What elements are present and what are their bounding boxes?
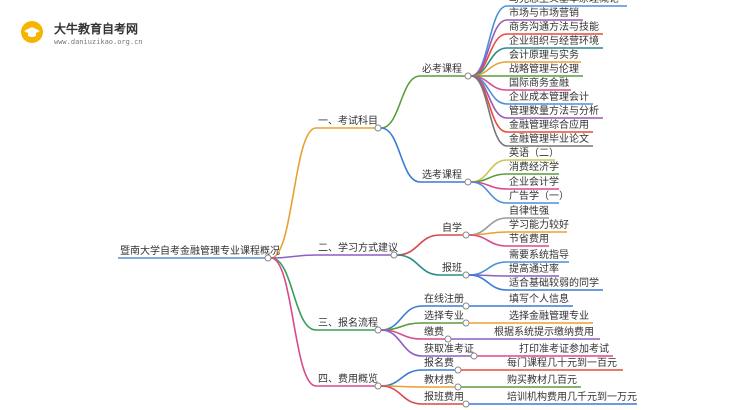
branch-node: 二、学习方式建议 (318, 243, 398, 254)
branch-node: 一、考试科目 (318, 116, 378, 127)
leaf-node: 市场与市场营销 (509, 8, 579, 19)
leaf-edge (468, 274, 508, 291)
leaf-node: 企业成本管理会计 (509, 92, 589, 103)
leaf-node: 选择金融管理专业 (509, 311, 589, 322)
leaf-edge (470, 5, 508, 77)
leaf-node: 学习能力较好 (509, 220, 569, 231)
sub-branch-edge (396, 234, 441, 256)
sub-branch-connector-dot (454, 383, 462, 391)
sub-branch-edge (380, 329, 423, 357)
leaf-node: 每门课程几十元到一百元 (507, 358, 617, 369)
leaf-node: 金融管理综合应用 (509, 120, 589, 131)
root-node: 暨南大学自考金融管理专业课程概况 (120, 246, 280, 257)
sub-branch-connector-dot (454, 366, 462, 374)
sub-branch-edge (396, 254, 441, 276)
leaf-node: 国际商务金融 (509, 78, 569, 89)
leaf-node: 战略管理与伦理 (509, 64, 579, 75)
leaf-node: 消费经济学 (509, 162, 559, 173)
leaf-node: 需要系统指导 (509, 250, 569, 261)
branch-node: 三、报名流程 (318, 318, 378, 329)
sub-branch-edge (380, 75, 421, 129)
sub-branch-node: 必考课程 (422, 64, 462, 75)
leaf-edge (468, 261, 508, 276)
sub-branch-node: 自学 (442, 223, 462, 234)
leaf-node: 商务沟通方法与技能 (509, 22, 599, 33)
leaf-edge (470, 19, 508, 77)
sub-branch-node: 教材费 (424, 375, 454, 386)
leaf-node: 购买教材几百元 (507, 375, 577, 386)
sub-branch-node: 报班费用 (424, 392, 464, 403)
sub-branch-node: 报名费 (424, 358, 454, 369)
leaf-node: 适合基础较弱的同学 (509, 278, 599, 289)
site-logo: 大牛教育自考网 www.daniuzikao.org.cn (14, 14, 144, 50)
sub-branch-edge (380, 369, 423, 387)
sub-branch-node: 选择专业 (424, 311, 464, 322)
leaf-node: 自律性强 (509, 206, 549, 217)
leaf-node: 节省费用 (509, 234, 549, 245)
leaf-node: 企业会计学 (509, 177, 559, 188)
sub-branch-node: 选考课程 (422, 170, 462, 181)
leaf-edge (468, 234, 508, 247)
sub-branch-connector-dot (464, 72, 472, 80)
leaf-node: 根据系统提示缴纳费用 (494, 327, 594, 338)
branch-edge (270, 257, 317, 331)
sub-branch-edge (380, 127, 421, 183)
logo-title: 大牛教育自考网 (54, 22, 139, 36)
sub-branch-edge (380, 385, 423, 405)
sub-branch-edge (380, 322, 423, 331)
leaf-node: 金融管理毕业论文 (509, 134, 589, 145)
sub-branch-connector-dot (462, 271, 470, 279)
leaf-node: 培训机构费用几千元到一万元 (507, 392, 637, 403)
leaf-node: 马克思主义基本原理概论 (509, 0, 619, 6)
leaf-edge (470, 181, 508, 204)
branch-edge (270, 254, 317, 259)
branch-edge (270, 127, 317, 259)
graduation-cap-icon (21, 21, 43, 43)
branch-node: 四、费用概览 (318, 374, 378, 385)
leaf-node: 英语（二） (509, 148, 559, 159)
leaf-node: 填写个人信息 (509, 294, 569, 305)
leaf-node: 广告学（一） (509, 191, 569, 202)
sub-branch-connector-dot (444, 335, 452, 343)
leaf-node: 会计原理与实务 (509, 50, 579, 61)
sub-branch-connector-dot (464, 178, 472, 186)
leaf-node: 管理数量方法与分析 (509, 106, 599, 117)
sub-branch-node: 报班 (442, 263, 462, 274)
leaf-node: 打印准考证参加考试 (519, 344, 609, 355)
leaf-edge (468, 231, 508, 236)
logo-url: www.daniuzikao.org.cn (54, 38, 143, 46)
sub-branch-node: 在线注册 (424, 294, 464, 305)
sub-branch-node: 缴费 (424, 327, 444, 338)
leaf-node: 企业组织与经营环境 (509, 36, 599, 47)
leaf-edge (470, 75, 508, 147)
sub-branch-connector-dot (462, 231, 470, 239)
branch-edge (270, 257, 317, 387)
leaf-edge (470, 75, 508, 133)
leaf-node: 提高通过率 (509, 264, 559, 275)
sub-branch-node: 获取准考证 (424, 344, 474, 355)
